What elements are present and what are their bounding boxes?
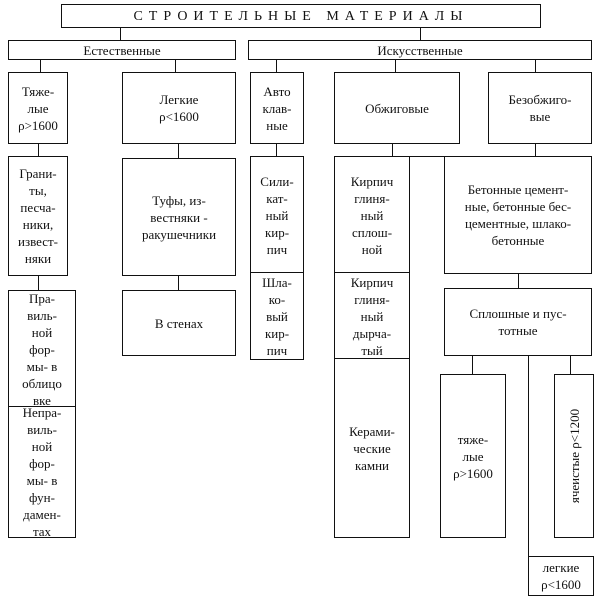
artificial-heavy-blocks: тяже- лые ρ>1600 (440, 374, 506, 538)
artificial-clay-brick-hollow: Кирпич глиня- ный дырча- тый (334, 272, 410, 360)
natural-light: Легкие ρ<1600 (122, 72, 236, 144)
connector (410, 156, 444, 157)
connector (518, 274, 519, 288)
connector (276, 144, 277, 156)
connector (392, 144, 393, 156)
category-artificial: Искусственные (248, 40, 592, 60)
connector (38, 276, 39, 290)
artificial-ceramic-stones: Керами- ческие камни (334, 358, 410, 538)
connector (120, 28, 121, 40)
diagram-title: СТРОИТЕЛЬНЫЕ МАТЕРИАЛЫ (61, 4, 541, 28)
natural-regular-shape: Пра- виль- ной фор- мы- в облицо вке (8, 290, 76, 408)
artificial-fired: Обжиговые (334, 72, 460, 144)
artificial-solid-hollow: Сплошные и пус- тотные (444, 288, 592, 356)
artificial-light-blocks: легкие ρ<1600 (528, 556, 594, 596)
connector (395, 60, 396, 72)
connector (38, 144, 39, 156)
natural-heavy: Тяже- лые ρ>1600 (8, 72, 68, 144)
artificial-slag-brick: Шла- ко- вый кир- пич (250, 272, 304, 360)
connector (472, 356, 473, 374)
connector (535, 144, 536, 156)
connector (535, 60, 536, 72)
artificial-unfired: Безобжиго- вые (488, 72, 592, 144)
natural-tuffs: Туфы, из- вестняки - ракушечники (122, 158, 236, 276)
artificial-autoclave: Авто клав- ные (250, 72, 304, 144)
connector (175, 60, 176, 72)
connector (40, 60, 41, 72)
connector (570, 356, 571, 374)
category-natural: Естественные (8, 40, 236, 60)
natural-irregular-shape: Непра- виль- ной фор- мы- в фун- дамен- … (8, 405, 76, 539)
artificial-cellular: ячеистые ρ<1200 (554, 374, 594, 538)
connector (528, 356, 529, 556)
cellular-label: ячеистые ρ<1200 (566, 408, 582, 504)
artificial-silicate-brick: Сили- кат- ный кир- пич (250, 156, 304, 274)
connector (178, 144, 179, 158)
connector (420, 28, 421, 40)
artificial-clay-brick-solid: Кирпич глиня- ный сплош- ной (334, 156, 410, 274)
connector (178, 276, 179, 290)
connector (276, 60, 277, 72)
natural-granites: Грани- ты, песча- ники, извест- няки (8, 156, 68, 276)
artificial-concretes: Бетонные цемент- ные, бетонные бес- цеме… (444, 156, 592, 274)
natural-in-walls: В стенах (122, 290, 236, 356)
